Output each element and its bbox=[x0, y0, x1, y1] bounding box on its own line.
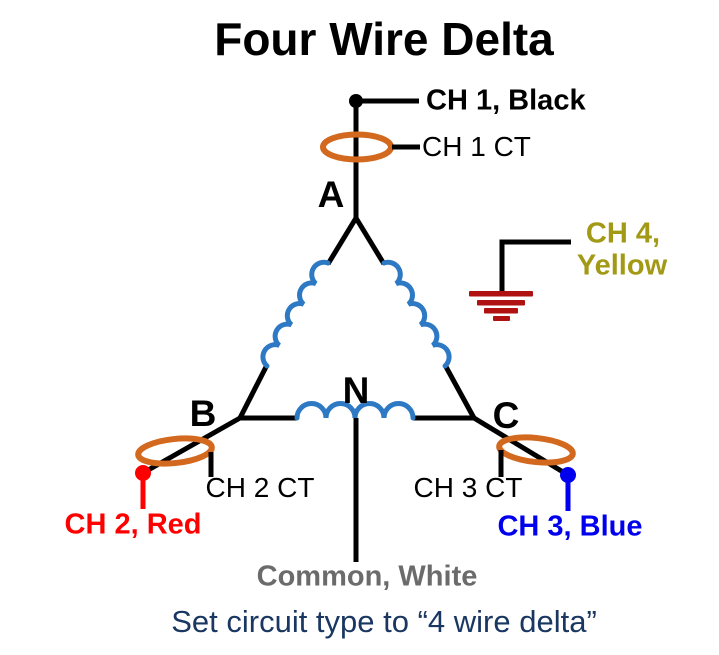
common-white-label: Common, White bbox=[256, 560, 478, 593]
winding-ac-coil-icon bbox=[381, 259, 452, 369]
ch4-ground-wire bbox=[499, 239, 571, 293]
ch3-ct-label: CH 3 CT bbox=[413, 472, 523, 503]
diagram-title: Four Wire Delta bbox=[214, 13, 554, 65]
ch1-channel-label: CH 1, Black bbox=[426, 84, 586, 117]
ch3-ct-ring-icon bbox=[496, 434, 576, 466]
delta-right-lower-wire bbox=[442, 363, 477, 420]
ch1-terminal-dot bbox=[349, 94, 363, 108]
delta-right-upper-wire bbox=[353, 216, 387, 266]
ch2-ct-label: CH 2 CT bbox=[205, 472, 315, 503]
ch1-ct-label: CH 1 CT bbox=[422, 131, 531, 162]
ch4-channel-label-line2: Yellow bbox=[576, 249, 668, 282]
ch2-channel-label: CH 2, Red bbox=[64, 508, 202, 541]
earth-ground-icon bbox=[469, 291, 533, 321]
node-a-label: A bbox=[317, 174, 345, 215]
node-n-label: N bbox=[342, 370, 370, 411]
ch4-channel-label-line1: CH 4, bbox=[585, 217, 661, 250]
node-c-label: C bbox=[492, 395, 520, 436]
delta-left-upper-wire bbox=[325, 216, 359, 266]
ch1-ct-ring-icon bbox=[320, 131, 394, 163]
node-b-label: B bbox=[189, 393, 217, 434]
winding-ab-coil-icon bbox=[260, 259, 331, 369]
ch3-branch-wire bbox=[472, 415, 570, 478]
ch3-channel-label: CH 3, Blue bbox=[497, 510, 643, 543]
ch2-ct-ring-icon bbox=[135, 435, 215, 467]
delta-left-lower-wire bbox=[237, 363, 270, 420]
circuit-type-instruction: Set circuit type to “4 wire delta” bbox=[171, 604, 597, 639]
